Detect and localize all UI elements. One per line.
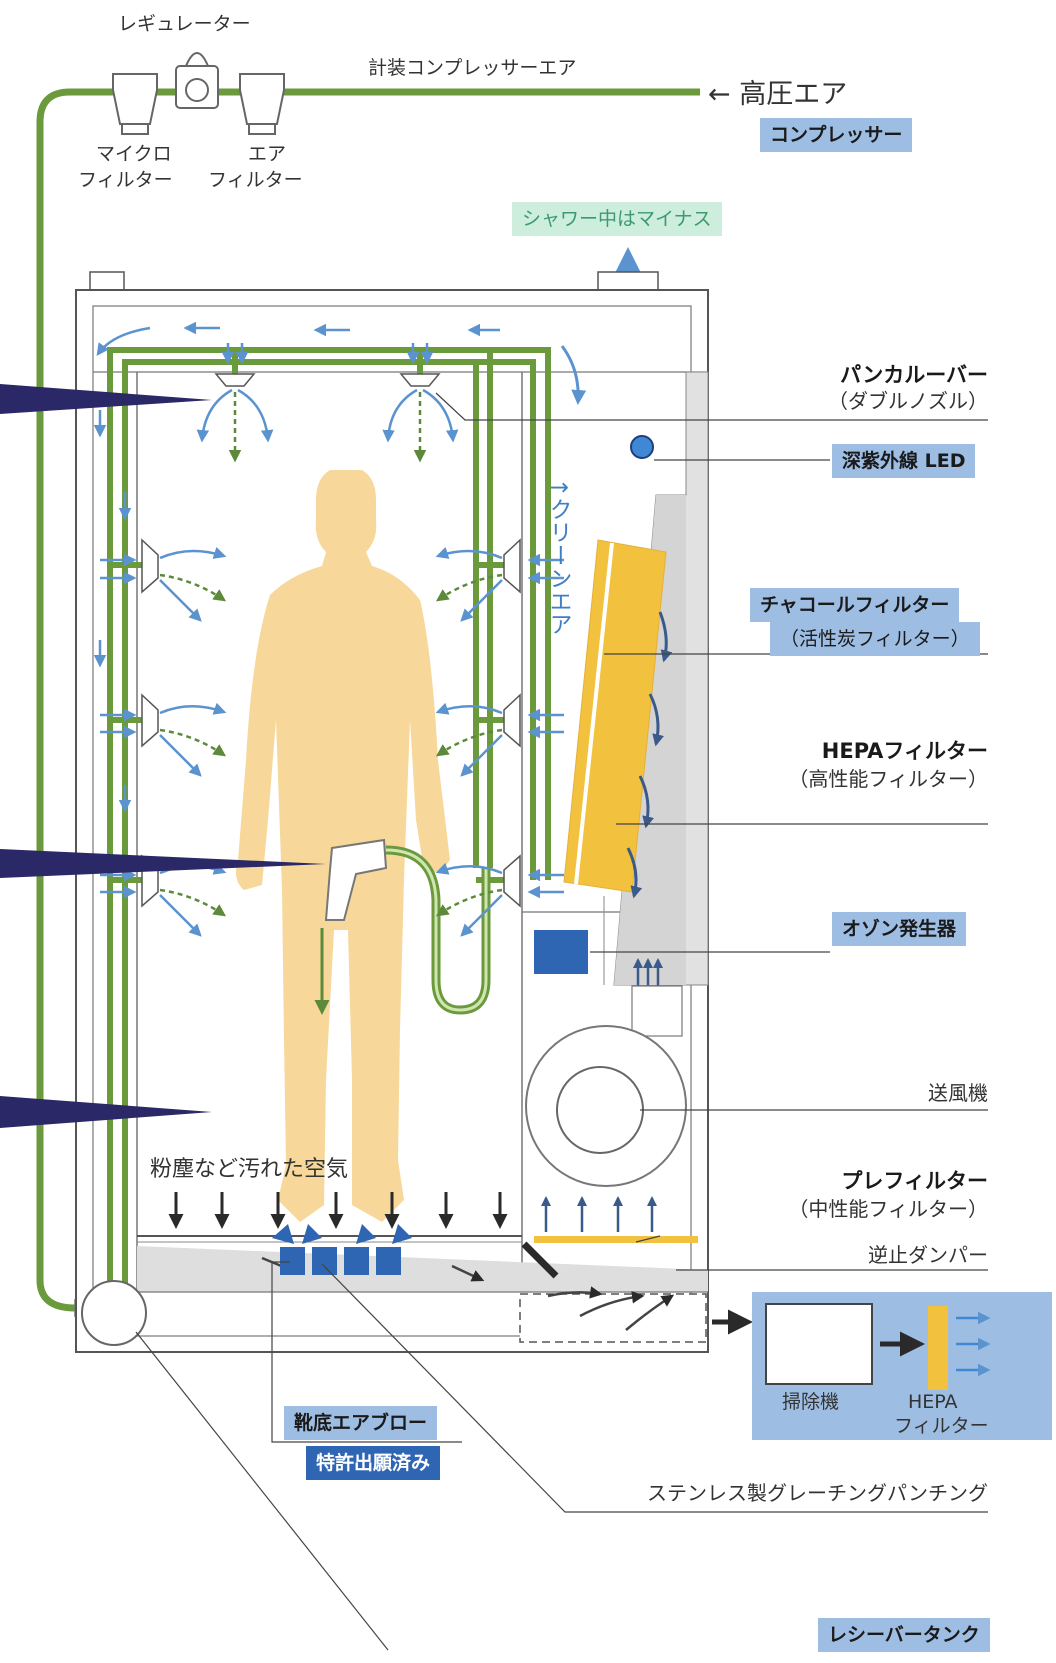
charcoal-filter-sub-badge: （活性炭フィルター） <box>770 622 980 656</box>
micro-filter-label-1: マイクロ <box>96 143 172 165</box>
prefilter-arrows <box>541 1196 657 1232</box>
hepa-filter-label: HEPAフィルター <box>822 739 988 763</box>
filter-airflow-3 <box>638 775 655 829</box>
micro-filter-icon <box>112 73 158 135</box>
dirty-air-arrows <box>168 1192 508 1229</box>
vacuum-hepa-label-1: HEPA <box>908 1391 958 1413</box>
punkah-louver-sub: （ダブルノズル） <box>828 389 988 413</box>
charcoal-filter-badge: チャコールフィルター <box>750 588 960 622</box>
prefilter-bar <box>534 1236 698 1243</box>
left-pointer-2 <box>0 849 326 878</box>
ceiling-nozzle-left <box>214 373 256 387</box>
deep-uv-led-badge: 深紫外線 LED <box>832 444 976 478</box>
duct-airflow <box>560 345 587 405</box>
hepa-filter-sub: （高性能フィルター） <box>788 767 988 791</box>
filter-airflow-1 <box>658 611 673 663</box>
sole-air-blow-nozzles <box>272 1224 412 1275</box>
regulator-icon <box>175 52 219 109</box>
high-pressure-air-label: ← 高圧エア <box>708 79 847 110</box>
stainless-grating-label: ステンレス製グレーチングパンチング <box>647 1481 988 1505</box>
filter-airflow-4 <box>626 847 643 899</box>
ceiling-nozzle-right <box>399 373 441 387</box>
patent-pending-badge: 特許出願済み <box>306 1446 441 1480</box>
floor-grating <box>93 1235 708 1293</box>
vacuum-hepa-label-2: フィルター <box>894 1415 989 1437</box>
pre-filter-sub: （中性能フィルター） <box>788 1197 988 1221</box>
air-filter-icon <box>239 73 285 135</box>
check-damper-label: 逆止ダンパー <box>868 1243 988 1267</box>
vacuum-cleaner-label: 掃除機 <box>782 1391 839 1413</box>
filter-airflow-2 <box>648 693 665 747</box>
ozone-generator-badge: オゾン発生器 <box>832 912 967 946</box>
hand-nozzle-icon <box>324 838 388 921</box>
deep-uv-led-icon <box>630 435 654 459</box>
air-filter-label-2: フィルター <box>208 169 303 191</box>
blower-icon <box>525 985 687 1187</box>
left-pointer-3 <box>0 1096 212 1128</box>
left-pointer-1 <box>0 384 212 414</box>
air-filter-label-1: エア <box>248 143 286 165</box>
sole-air-blow-badge: 靴底エアブロー <box>284 1406 438 1440</box>
dirty-air-label: 粉塵など汚れた空気 <box>150 1157 348 1182</box>
hand-nozzle-hose-inner <box>385 848 488 1012</box>
regulator-label: レギュレーター <box>118 13 251 35</box>
punkah-louver-label: パンカルーバー <box>840 363 988 387</box>
pre-filter-label: プレフィルター <box>841 1169 988 1193</box>
clean-air-label: ↑クリーンエア <box>545 478 571 635</box>
receiver-tank-badge: レシーバータンク <box>818 1618 990 1652</box>
shower-minus-badge: シャワー中はマイナス <box>512 202 722 236</box>
receiver-tank-icon <box>81 1280 147 1346</box>
instrument-air-label: 計装コンプレッサーエア <box>368 57 576 79</box>
check-damper <box>521 1241 559 1279</box>
blower-label: 送風機 <box>928 1081 988 1105</box>
vacuum-unit-panel <box>752 1292 1052 1440</box>
ozone-generator-box <box>534 930 588 974</box>
compressor-badge: コンプレッサー <box>760 118 913 152</box>
micro-filter-label-2: フィルター <box>78 169 173 191</box>
